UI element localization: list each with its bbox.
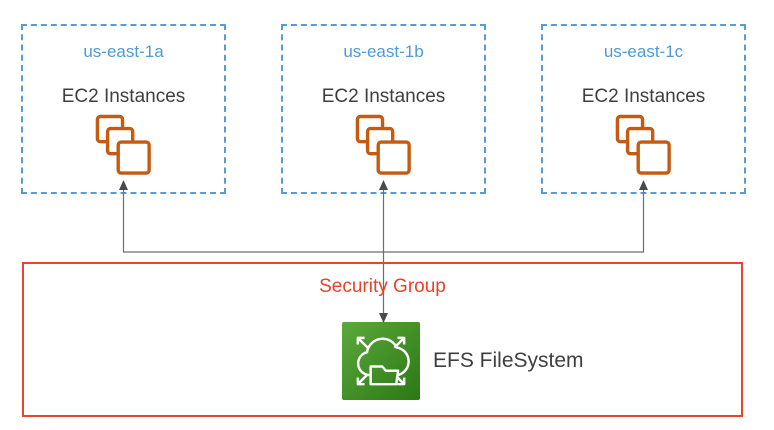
ec2-instances-icon: [355, 114, 413, 177]
efs-filesystem-label: EFS FileSystem: [433, 349, 584, 372]
az-box-us-east-1c: us-east-1c EC2 Instances: [541, 24, 746, 194]
security-group-box: [22, 262, 743, 417]
connector-line-outer: [122, 190, 645, 253]
ec2-instances-label: EC2 Instances: [321, 86, 446, 107]
efs-icon: [342, 322, 420, 400]
az-box-us-east-1b: us-east-1b EC2 Instances: [281, 24, 486, 194]
az-title: us-east-1c: [603, 42, 684, 61]
az-title: us-east-1b: [343, 42, 424, 61]
ec2-instances-label: EC2 Instances: [61, 86, 186, 107]
az-box-us-east-1a: us-east-1a EC2 Instances: [21, 24, 226, 194]
ec2-instances-icon: [95, 114, 153, 177]
az-title: us-east-1a: [83, 42, 164, 61]
ec2-instances-label: EC2 Instances: [581, 86, 706, 107]
ec2-instances-icon: [615, 114, 673, 177]
security-group-label: Security Group: [319, 276, 446, 297]
